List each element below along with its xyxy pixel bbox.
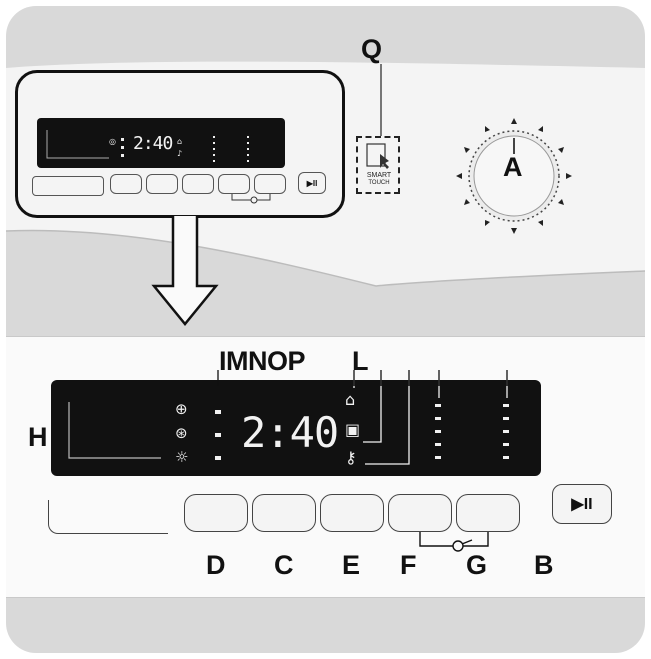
rinse-icon: ⊛ (175, 424, 188, 442)
small-button-d[interactable] (110, 174, 142, 194)
small-button-f[interactable] (218, 174, 250, 194)
small-blank-area (32, 176, 104, 196)
button-e[interactable] (320, 494, 384, 532)
spin-icon: ☼ (175, 448, 189, 466)
smart-touch-icon[interactable]: SMART TOUCH (356, 136, 400, 194)
diagram-frame: ◎ ⌂ ♪ 2:40 ▶II Q SMART TOUCH (6, 6, 645, 653)
small-key-link (231, 194, 271, 204)
zoom-arrow-icon (151, 216, 219, 326)
button-g[interactable] (456, 494, 520, 532)
panel-background (6, 61, 645, 287)
program-dial-icon[interactable] (452, 114, 576, 238)
label-a: A (503, 152, 523, 182)
label-d: D (206, 550, 226, 580)
label-f: F (400, 550, 417, 580)
small-button-c[interactable] (146, 174, 178, 194)
big-time-readout: 2:40 (241, 408, 339, 457)
button-f[interactable] (388, 494, 452, 532)
key-lock-icon: ⚷ (345, 448, 357, 467)
label-imnop: IMNOP (219, 346, 306, 376)
label-h: H (28, 422, 48, 452)
small-play-pause-button[interactable]: ▶II (298, 172, 326, 194)
svg-text:⌂: ⌂ (177, 137, 182, 146)
small-button-g[interactable] (254, 174, 286, 194)
play-pause-button[interactable]: ▶II (552, 484, 612, 524)
label-c: C (274, 550, 294, 580)
small-play-pause-icon: ▶II (306, 178, 318, 188)
prewash-plus-icon: ⊕ (175, 400, 188, 418)
label-l: L (352, 346, 369, 376)
button-c[interactable] (252, 494, 316, 532)
label-q: Q (361, 34, 383, 64)
button-d[interactable] (184, 494, 248, 532)
play-pause-icon: ▶II (571, 496, 593, 513)
smart-touch-line1: SMART (366, 172, 392, 179)
label-g: G (466, 550, 488, 580)
smart-touch-line2: TOUCH (368, 180, 390, 186)
q-leader-line (380, 64, 382, 136)
svg-text:♪: ♪ (177, 149, 182, 158)
small-time-readout: 2:40 (133, 133, 173, 154)
label-e: E (342, 550, 361, 580)
big-display: ⊕ ⊛ ☼ 2:40 ⌂ ▣ ⚷ (51, 380, 541, 476)
door-lock-icon: ⌂ (345, 390, 356, 409)
child-lock-link-icon (419, 532, 489, 552)
label-b: B (534, 550, 554, 580)
small-display: ◎ ⌂ ♪ 2:40 (37, 118, 285, 168)
small-button-e[interactable] (182, 174, 214, 194)
blank-panel-area (48, 500, 168, 534)
indicator-leader-lines (217, 370, 508, 386)
delay-lock-icon: ▣ (345, 420, 361, 439)
svg-text:◎: ◎ (109, 137, 116, 146)
